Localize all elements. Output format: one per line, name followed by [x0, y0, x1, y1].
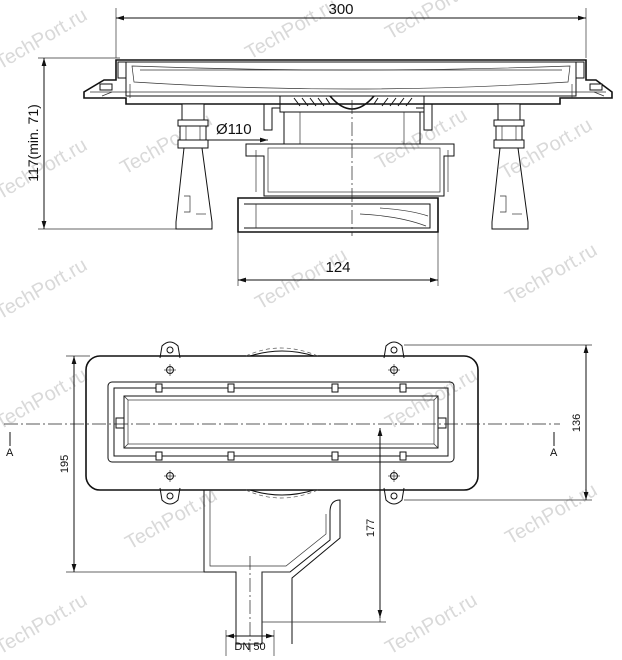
mounting-lug-bottom-right	[383, 470, 405, 505]
watermark: TechPort.ru	[122, 484, 222, 554]
watermark: TechPort.ru	[372, 104, 472, 174]
left-leveling-leg	[175, 103, 213, 230]
watermark-layer: TechPort.ru TechPort.ru TechPort.ru Tech…	[0, 0, 601, 659]
dimension-diameter-label: Ø110	[216, 121, 252, 138]
section-mark-right: A	[550, 432, 558, 459]
drain-body	[237, 104, 455, 236]
dimension-177-label: 177	[365, 519, 377, 537]
dimension-136: 136	[404, 344, 592, 501]
watermark: TechPort.ru	[0, 134, 91, 204]
watermark: TechPort.ru	[242, 0, 342, 64]
watermark: TechPort.ru	[252, 244, 352, 314]
dimension-124: 124	[237, 236, 439, 286]
watermark: TechPort.ru	[0, 254, 91, 324]
outlet-circle-hidden	[245, 347, 319, 499]
section-mark-right-label: A	[550, 447, 558, 459]
grate-frame-outer	[107, 381, 455, 463]
grate-clips	[115, 383, 447, 461]
mounting-lug-top-right	[383, 341, 405, 376]
section-mark-left-label: A	[6, 447, 14, 459]
mounting-lug-bottom-left	[159, 470, 181, 505]
watermark: TechPort.ru	[0, 4, 91, 74]
dimension-177: 177	[262, 428, 386, 623]
outlet-pipe	[203, 490, 341, 645]
dimension-136-label: 136	[571, 414, 583, 432]
dimension-diameter-110: Ø110	[204, 121, 268, 143]
dimension-195-label: 195	[59, 455, 71, 473]
dimension-dn50: DN 50	[225, 630, 275, 656]
grate-frame-inner	[113, 387, 449, 457]
dimension-117: 117(min. 71)	[25, 57, 186, 230]
side-section-view: 300 117(min. 71)	[25, 1, 613, 286]
watermark: TechPort.ru	[382, 0, 482, 44]
mounting-lug-top-left	[159, 341, 181, 376]
top-frame	[83, 59, 613, 105]
watermark: TechPort.ru	[502, 239, 602, 309]
dimension-117-label: 117(min. 71)	[25, 104, 41, 182]
right-leveling-leg	[491, 103, 529, 230]
section-mark-left: A	[6, 432, 14, 459]
watermark: TechPort.ru	[0, 589, 91, 659]
dimension-300: 300	[115, 1, 587, 58]
watermark: TechPort.ru	[382, 589, 482, 659]
dimension-124-label: 124	[325, 259, 350, 276]
tray-outer-outline	[85, 355, 479, 491]
dimension-dn50-label: DN 50	[234, 641, 265, 653]
dimension-195: 195	[59, 355, 204, 573]
dimension-300-label: 300	[328, 1, 353, 18]
plan-view: A A 195 136 177	[4, 341, 592, 656]
